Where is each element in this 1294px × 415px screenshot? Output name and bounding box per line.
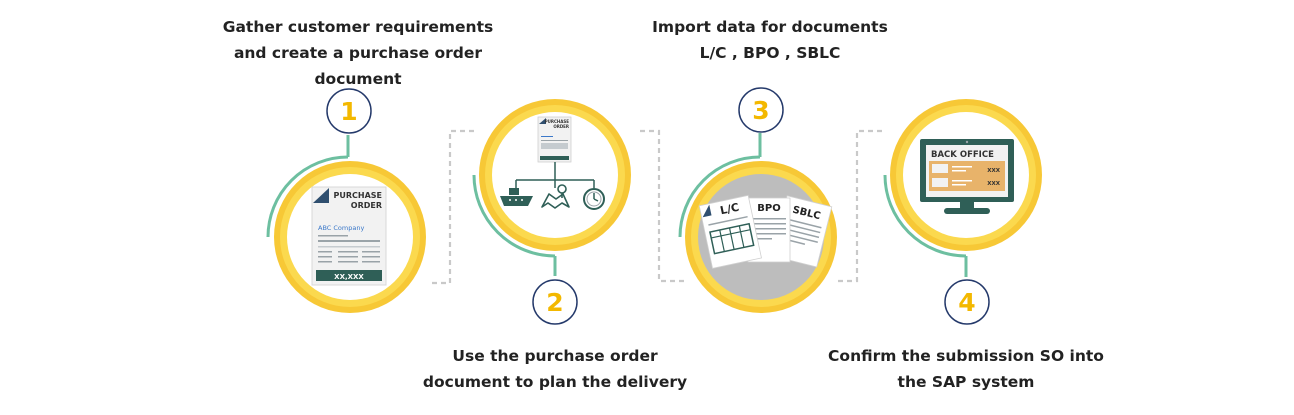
po-company: ABC Company xyxy=(318,224,364,232)
delivery-planning-icon: PURCHASE ORDER xyxy=(500,116,605,210)
svg-text:ORDER: ORDER xyxy=(553,124,569,129)
step-4-number: 4 xyxy=(958,288,975,317)
connector-3-4 xyxy=(838,129,886,283)
po-title-line-1: PURCHASE xyxy=(333,191,382,200)
clock-icon xyxy=(583,188,605,210)
back-office-monitor-icon: BACK OFFICE XXX XXX xyxy=(920,139,1014,214)
step-1-number-badge xyxy=(326,88,372,134)
step-1: 1 PURCHASE ORDER ABC Company XX,XXX xyxy=(266,88,426,313)
doc-label-bpo: BPO xyxy=(757,203,780,214)
step-2-progress-arc xyxy=(472,174,556,258)
row-1-value: XXX xyxy=(987,168,1000,174)
step-3-number-badge xyxy=(738,87,784,133)
step-2-number: 2 xyxy=(546,288,563,317)
step-1-number: 1 xyxy=(340,97,357,126)
po-title-line-2: ORDER xyxy=(351,201,382,210)
step-4: 4 BACK OFFICE XXX XXX xyxy=(883,99,1042,325)
row-2-value: XXX xyxy=(987,181,1000,187)
step-4-number-badge xyxy=(944,279,990,325)
step-4-progress-arc xyxy=(883,174,967,258)
po-amount: XX,XXX xyxy=(334,273,364,281)
step-3-caption: Import data for documents L/C , BPO , SB… xyxy=(652,18,888,62)
step-2-caption: Use the purchase order document to plan … xyxy=(422,347,688,391)
svg-text:PURCHASE: PURCHASE xyxy=(545,119,570,124)
lc-bpo-sblc-documents-icon: SBLC BPO L/C xyxy=(698,194,833,269)
step-1-progress-arc xyxy=(266,155,349,238)
connector-1-2 xyxy=(432,129,475,285)
step-2: 2 PURCHASE ORDER xyxy=(472,99,631,325)
purchase-order-document-icon: PURCHASE ORDER ABC Company XX,XXX xyxy=(311,186,387,286)
step-2-number-badge xyxy=(532,279,578,325)
step-3: 3 SBLC BPO xyxy=(678,87,837,313)
step-4-caption: Confirm the submission SO into the SAP s… xyxy=(828,347,1104,391)
step-1-caption: Gather customer requirements and create … xyxy=(222,18,494,88)
screen-title: BACK OFFICE xyxy=(931,150,994,160)
ship-icon xyxy=(500,188,533,206)
map-pin-icon xyxy=(541,184,570,209)
doc-label-lc: L/C xyxy=(719,201,740,218)
step-3-number: 3 xyxy=(752,96,769,125)
connector-2-3 xyxy=(640,129,686,283)
step-3-progress-arc xyxy=(678,155,761,238)
